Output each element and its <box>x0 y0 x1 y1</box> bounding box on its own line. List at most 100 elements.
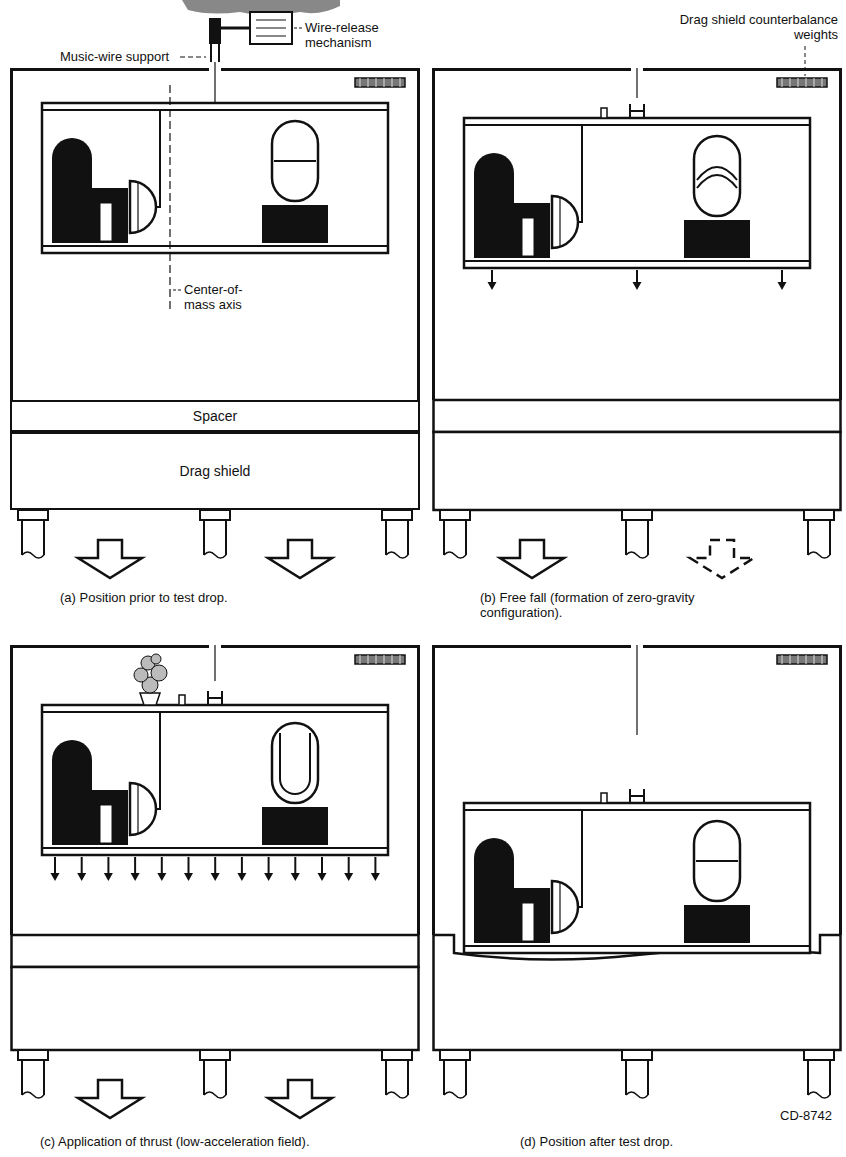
experiment-package <box>42 705 388 855</box>
package-bottom-plate <box>464 260 810 262</box>
acceleration-arrow <box>268 540 332 578</box>
weight-hatch <box>782 78 822 87</box>
camera-body <box>474 838 514 943</box>
force-arrowhead <box>344 873 353 881</box>
release-arm <box>221 27 250 30</box>
acceleration-arrow <box>500 540 564 578</box>
part-label: Music-wire support <box>60 49 169 64</box>
light-pipe <box>156 110 160 207</box>
camera-block <box>510 888 550 943</box>
music-wire <box>214 62 215 103</box>
mechanism-detail <box>256 20 286 36</box>
force-arrowhead <box>371 873 380 881</box>
leg-break <box>386 1092 408 1098</box>
liquid-surface <box>274 160 316 162</box>
force-arrow <box>268 857 270 875</box>
leg-break <box>808 1092 830 1098</box>
package-bottom-plate <box>42 245 388 247</box>
force-arrow <box>214 857 216 875</box>
lens-line <box>559 883 560 931</box>
liquid-surface <box>696 860 738 862</box>
test-tank <box>272 121 318 201</box>
light-pipe <box>156 712 160 809</box>
drag-shield-wall <box>12 647 419 936</box>
leg-break <box>22 552 44 558</box>
band-label: Spacer <box>193 408 237 424</box>
figure-number: CD-8742 <box>780 1108 832 1123</box>
support-leg <box>22 520 44 555</box>
leg-cap <box>804 1050 834 1060</box>
force-arrow <box>491 270 493 284</box>
camera-lens <box>130 181 156 233</box>
force-arrowhead <box>157 873 166 881</box>
package-top-plate <box>42 109 388 111</box>
force-arrowhead <box>211 873 220 881</box>
support-leg <box>386 1060 408 1095</box>
camera-slot <box>100 203 112 241</box>
force-arrowhead <box>237 873 246 881</box>
tank-base <box>262 807 328 845</box>
leg-cap <box>622 1050 652 1060</box>
camera-lens <box>552 881 578 933</box>
lens-line <box>137 183 138 231</box>
force-arrowhead <box>264 873 273 881</box>
acceleration-arrow <box>78 540 142 578</box>
support-leg <box>204 520 226 555</box>
package-post <box>601 793 607 803</box>
acceleration-arrow <box>268 1080 332 1118</box>
support-leg <box>386 520 408 555</box>
leg-cap <box>804 510 834 520</box>
tank-base <box>262 205 328 243</box>
package-top-plate <box>464 124 810 126</box>
spacer-band <box>12 935 419 967</box>
leg-break <box>808 552 830 558</box>
package-bottom-plate <box>464 945 810 947</box>
drop-panel <box>12 645 419 1118</box>
leg-cap <box>200 1050 230 1060</box>
wire-fitting <box>630 104 644 118</box>
leg-break <box>444 552 466 558</box>
force-arrow <box>107 857 109 875</box>
support-leg <box>444 520 466 555</box>
leader-line <box>294 28 302 29</box>
leg-break <box>22 1092 44 1098</box>
force-arrowhead <box>131 873 140 881</box>
counterbalance-weight <box>777 655 827 664</box>
light-pipe <box>578 125 582 222</box>
test-tank <box>272 723 318 803</box>
panel-caption: (a) Position prior to test drop. <box>60 590 228 605</box>
leg-cap <box>18 1050 48 1060</box>
force-arrowhead <box>778 282 787 290</box>
force-arrow <box>348 857 350 875</box>
lens-line <box>137 785 138 833</box>
force-arrowhead <box>51 873 60 881</box>
force-arrowhead <box>104 873 113 881</box>
panel-caption: (c) Application of thrust (low-accelerat… <box>40 1134 310 1149</box>
leg-cap <box>440 510 470 520</box>
drop-panel <box>434 68 841 578</box>
release-gripper <box>209 18 221 44</box>
spacer-band: Spacer <box>10 400 420 432</box>
force-arrow <box>636 270 638 284</box>
drag-shield-band <box>12 967 419 1050</box>
drag-shield-wall <box>12 70 419 401</box>
experiment-package <box>464 118 810 268</box>
support-leg <box>204 1060 226 1095</box>
test-tank <box>694 136 740 216</box>
drag-shield-band <box>434 432 841 510</box>
music-wire <box>214 645 215 681</box>
force-arrowhead <box>488 282 497 290</box>
counterbalance-weight <box>355 655 405 664</box>
experiment-package <box>42 103 388 253</box>
panel-caption: (b) Free fall (formation of zero-gravity… <box>480 590 770 620</box>
support-leg <box>808 1060 830 1095</box>
force-arrowhead <box>633 282 642 290</box>
band-label: Drag shield <box>180 463 251 479</box>
leg-break <box>444 1092 466 1098</box>
package-post <box>601 108 607 118</box>
force-arrow <box>134 857 136 875</box>
force-arrow <box>321 857 323 875</box>
force-arrowhead <box>77 873 86 881</box>
part-label: Center-of-mass axis <box>184 282 256 312</box>
